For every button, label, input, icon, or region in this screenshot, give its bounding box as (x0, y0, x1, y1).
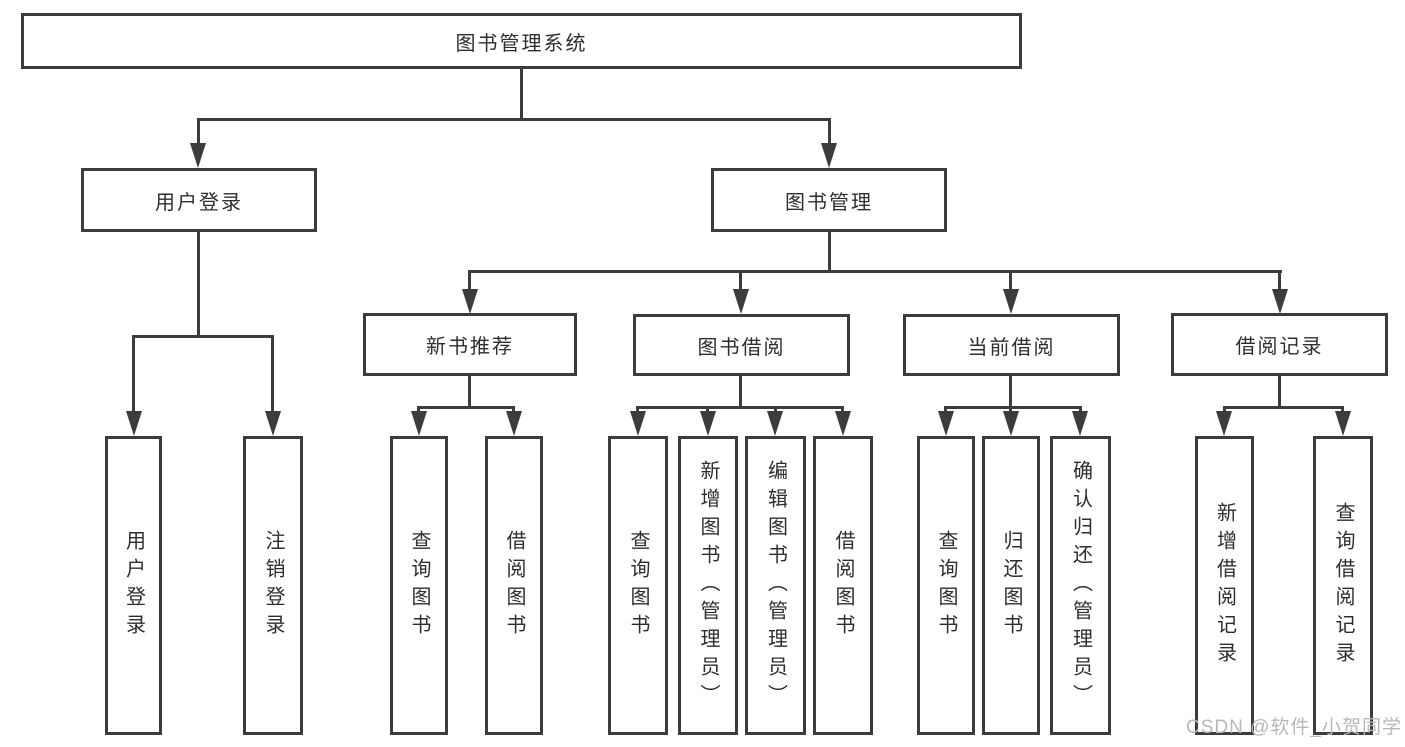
leaf-logout-label: 注销登录 (262, 529, 284, 642)
arrowhead-down-icon (126, 411, 142, 436)
arrowhead-down-icon (1003, 411, 1019, 436)
arrowhead-down-icon (630, 411, 646, 436)
connector-book-mgmt-hline (468, 270, 1282, 273)
node-current-borrow-label: 当前借阅 (967, 336, 1056, 359)
leaf-nb-query-books: 查询图书 (390, 436, 448, 735)
connector-drop-cb-return (1009, 406, 1012, 414)
arrowhead-down-icon (411, 411, 427, 436)
connector-drop-user-login (197, 121, 200, 146)
leaf-cb-return-books-label: 归还图书 (1000, 529, 1022, 642)
leaf-br-add-record-label: 新增借阅记录 (1213, 501, 1236, 670)
connector-current-borrow-hline (944, 406, 1082, 409)
arrowhead-down-icon (190, 143, 206, 168)
leaf-bb-edit-books-admin: 编辑图书（管理员） (745, 436, 806, 735)
connector-drop-current-borrow (1009, 273, 1012, 291)
node-book-mgmt-label: 图书管理 (785, 191, 873, 214)
node-new-book-rec: 新书推荐 (363, 313, 577, 376)
leaf-cb-query-books-label: 查询图书 (935, 529, 957, 642)
connector-user-login-stem (197, 232, 200, 338)
connector-drop-leaf-user-login (132, 338, 135, 413)
node-current-borrow: 当前借阅 (903, 314, 1120, 376)
leaf-cb-confirm-return-admin: 确认归还（管理员） (1050, 436, 1111, 735)
node-user-login-label: 用户登录 (155, 191, 243, 214)
connector-drop-new-book (468, 273, 471, 291)
connector-drop-bb-query (636, 406, 639, 414)
arrowhead-down-icon (506, 411, 522, 436)
leaf-br-query-record: 查询借阅记录 (1313, 436, 1373, 735)
connector-new-book-hline (417, 406, 515, 409)
leaf-bb-query-books: 查询图书 (608, 436, 668, 735)
connector-user-login-hline (132, 335, 274, 338)
node-book-mgmt: 图书管理 (711, 168, 947, 232)
connector-borrow-record-stem (1278, 376, 1281, 409)
leaf-bb-query-books-label: 查询图书 (627, 529, 649, 642)
node-user-login: 用户登录 (81, 168, 317, 232)
connector-drop-leaf-logout (271, 338, 274, 413)
watermark: CSDN @软件_小贺同学 (1186, 717, 1402, 738)
leaf-nb-borrow-books: 借阅图书 (485, 436, 543, 735)
connector-drop-br-query (1341, 406, 1344, 414)
arrowhead-down-icon (265, 411, 281, 436)
connector-drop-br-add (1223, 406, 1226, 414)
connector-new-book-stem (468, 375, 471, 409)
leaf-br-query-record-label: 查询借阅记录 (1332, 501, 1354, 670)
arrowhead-down-icon (700, 411, 716, 436)
connector-drop-bb-borrow (841, 406, 844, 414)
arrowhead-down-icon (1003, 289, 1019, 314)
leaf-logout: 注销登录 (243, 436, 303, 735)
node-borrow-record: 借阅记录 (1171, 313, 1388, 376)
connector-root-stem (520, 69, 523, 121)
leaf-user-login-label: 用户登录 (122, 529, 145, 642)
node-borrow-record-label: 借阅记录 (1235, 336, 1324, 358)
connector-drop-nb-query (417, 406, 420, 414)
connector-book-mgmt-stem (828, 232, 831, 273)
connector-drop-nb-borrow (512, 406, 515, 414)
connector-book-borrow-stem (739, 376, 742, 409)
connector-drop-book-borrow (739, 273, 742, 291)
arrowhead-down-icon (1335, 411, 1351, 436)
connector-borrow-record-hline (1223, 406, 1344, 409)
connector-current-borrow-stem (1009, 376, 1012, 409)
connector-drop-bb-edit (774, 406, 777, 414)
connector-drop-borrow-record (1278, 273, 1281, 291)
arrowhead-down-icon (938, 411, 954, 436)
leaf-br-add-record: 新增借阅记录 (1195, 436, 1254, 735)
leaf-bb-borrow-books-label: 借阅图书 (832, 529, 854, 642)
leaf-cb-query-books: 查询图书 (917, 436, 975, 735)
arrowhead-down-icon (1272, 289, 1288, 314)
leaf-nb-query-books-label: 查询图书 (408, 529, 430, 642)
leaf-bb-add-books-admin: 新增图书（管理员） (678, 436, 738, 735)
leaf-bb-add-books-admin-label: 新增图书（管理员） (697, 459, 719, 712)
node-root-label: 图书管理系统 (455, 32, 588, 55)
connector-drop-book-mgmt (828, 121, 831, 146)
leaf-cb-return-books: 归还图书 (982, 436, 1040, 735)
leaf-cb-confirm-return-admin-label: 确认归还（管理员） (1069, 459, 1092, 712)
arrowhead-down-icon (835, 411, 851, 436)
arrowhead-down-icon (733, 289, 749, 314)
leaf-bb-edit-books-admin-label: 编辑图书（管理员） (764, 459, 787, 712)
leaf-nb-borrow-books-label: 借阅图书 (503, 529, 525, 642)
leaf-user-login: 用户登录 (105, 436, 162, 735)
arrowhead-down-icon (821, 143, 837, 168)
arrowhead-down-icon (462, 289, 478, 314)
leaf-bb-borrow-books: 借阅图书 (813, 436, 873, 735)
node-book-borrow: 图书借阅 (633, 314, 850, 376)
connector-root-hline (197, 118, 831, 121)
node-new-book-rec-label: 新书推荐 (426, 336, 514, 358)
node-book-borrow-label: 图书借阅 (697, 336, 786, 359)
connector-drop-bb-add (706, 406, 709, 414)
connector-drop-cb-confirm (1079, 406, 1082, 414)
connector-drop-cb-query (944, 406, 947, 414)
arrowhead-down-icon (1216, 411, 1232, 436)
node-root: 图书管理系统 (21, 13, 1022, 69)
arrowhead-down-icon (767, 411, 783, 436)
connector-book-borrow-hline (636, 406, 844, 409)
arrowhead-down-icon (1072, 411, 1088, 436)
